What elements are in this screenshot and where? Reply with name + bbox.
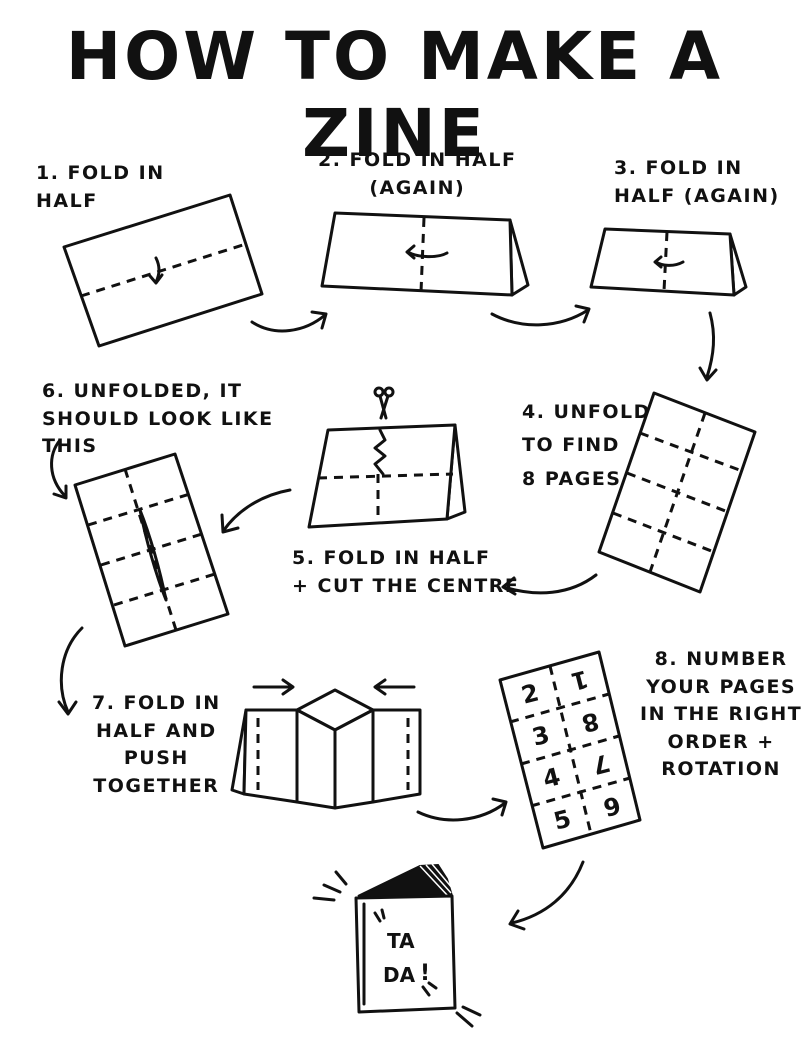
finished-zine-booklet: TA DA ! (312, 863, 482, 1028)
arrow-step5-to-step6 (220, 488, 292, 534)
step-6-label: 6. UNFOLDED, IT SHOULD LOOK LIKE THIS (42, 380, 274, 458)
step-4-unfolded-sheet (597, 391, 757, 594)
page-number-3: 3 (529, 720, 552, 751)
page-number-8: 8 (579, 706, 602, 737)
step-4-label: 4. UNFOLD TO FIND 8 PAGES (522, 401, 651, 490)
arrow-step6-to-step7 (57, 626, 84, 716)
arrow-step3-to-step4 (698, 311, 718, 382)
step-1-label: 1. FOLD IN HALF (36, 162, 165, 212)
page-numbers: 2 3 4 5 1 8 7 6 (519, 664, 624, 835)
arrow-step7-to-step8 (416, 797, 508, 822)
step-3-label: 3. FOLD IN HALF (AGAIN) (614, 157, 780, 207)
arrow-step8-to-book (508, 860, 585, 931)
sparkle-lines-text (373, 908, 438, 997)
step-8-label: 8. NUMBER YOUR PAGES IN THE RIGHT ORDER … (640, 648, 802, 781)
arrow-step1-to-step2 (250, 310, 328, 333)
page-number-4: 4 (540, 762, 563, 793)
step-2-tent-fold (320, 211, 530, 297)
scissors-icon (373, 386, 395, 420)
arrow-step2-to-step3 (490, 304, 591, 327)
step-3-small-tent-fold (589, 227, 748, 297)
step-5-fold-and-cut (307, 386, 467, 529)
page-number-7: 7 (590, 748, 613, 779)
page-number-1: 1 (568, 664, 591, 695)
book-text-exclaim: ! (420, 961, 430, 986)
step-5-label: 5. FOLD IN HALF + CUT THE CENTRE (292, 547, 520, 597)
page-number-2: 2 (519, 678, 542, 709)
sparkle-lines-bottom (455, 1005, 482, 1028)
page-number-5: 5 (551, 804, 574, 835)
step-8-numbered-sheet: 2 3 4 5 1 8 7 6 (498, 650, 642, 850)
step-2-label: 2. FOLD IN HALF (AGAIN) (318, 149, 517, 199)
arrow-step4-to-step5 (501, 573, 598, 596)
step-7-push-together (230, 678, 422, 810)
step-7-label: 7. FOLD IN HALF AND PUSH TOGETHER (92, 692, 221, 797)
step-1-folded-sheet (62, 193, 264, 348)
page-title: HOW TO MAKE A ZINE (65, 18, 724, 172)
step-6-unfolded-with-slit (50, 438, 230, 648)
page-number-6: 6 (600, 790, 623, 821)
book-text-ta: TA (387, 929, 415, 953)
right-arrow-icon (252, 678, 295, 696)
sparkle-lines-top (312, 870, 348, 902)
left-arrow-icon (373, 678, 416, 696)
book-text-da: DA (383, 963, 416, 987)
